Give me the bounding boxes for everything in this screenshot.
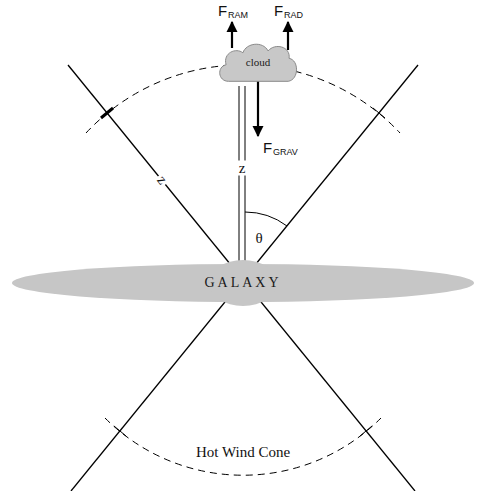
angle-label: θ <box>255 231 262 246</box>
force-symbol: F <box>263 140 272 155</box>
gas-cloud: cloud <box>216 39 300 85</box>
z-axis <box>239 86 240 275</box>
axis-label: z <box>237 161 248 176</box>
region-label: Hot Wind Cone <box>196 445 290 460</box>
tick-mark <box>101 108 113 118</box>
force-symbol: F <box>274 3 283 18</box>
force-subscript: RAM <box>228 11 248 20</box>
cloud-label: cloud <box>246 56 270 68</box>
galaxy-disk: GALAXY <box>11 260 475 306</box>
force-arrow <box>257 80 259 136</box>
dashed-arc <box>105 418 381 475</box>
force-arrow <box>287 22 289 50</box>
tick-mark <box>114 426 126 436</box>
z-axis <box>245 86 246 275</box>
force-arrow <box>231 22 233 48</box>
angle-arc <box>245 212 287 226</box>
force-symbol: F <box>218 3 227 18</box>
force-subscript: GRAV <box>273 148 298 157</box>
axis-label: z <box>153 171 171 189</box>
galaxy-label: GALAXY <box>204 275 281 291</box>
tick-mark <box>373 108 385 118</box>
force-subscript: RAD <box>284 11 303 20</box>
tick-mark <box>360 426 372 436</box>
